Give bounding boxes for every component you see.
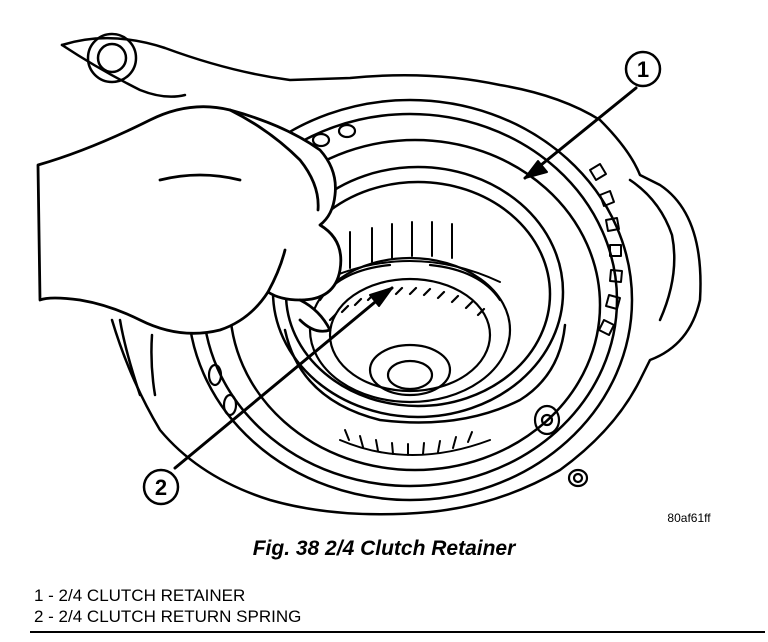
- legend-item: 1 - 2/4 CLUTCH RETAINER: [34, 586, 246, 605]
- lower-gear-teeth: [339, 429, 491, 456]
- clutch-retainer-illustration: 1 2 80af61ff: [36, 32, 711, 525]
- transmission-case: [60, 32, 702, 516]
- figure-id: 80af61ff: [667, 511, 711, 525]
- callout-2-number: 2: [155, 475, 167, 500]
- legend-item: 2 - 2/4 CLUTCH RETURN SPRING: [34, 607, 302, 626]
- bottom-rule: [30, 631, 765, 633]
- callout-1: 1: [523, 50, 662, 180]
- technician-hand: [36, 105, 343, 335]
- callout-2-circle: [142, 468, 180, 506]
- figure-caption: Fig. 38 2/4 Clutch Retainer: [252, 537, 516, 560]
- callout-1-circle: [624, 50, 662, 88]
- callout-1-number: 1: [637, 57, 649, 82]
- legend: 1 - 2/4 CLUTCH RETAINER 2 - 2/4 CLUTCH R…: [34, 585, 301, 627]
- housing-gear-teeth: [589, 163, 623, 336]
- callout-2: 2: [142, 286, 394, 506]
